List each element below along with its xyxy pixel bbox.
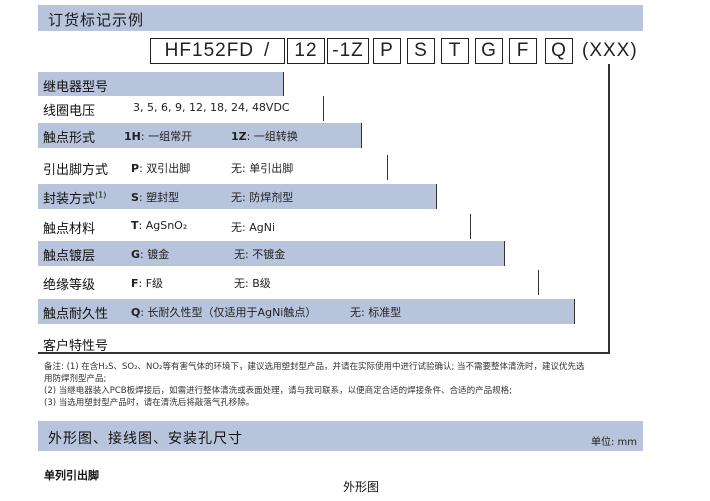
row-key: Q [131, 306, 141, 319]
notes-block: 备注: (1) 在含H₂S、SO₂、NO₂等有害气体的环境下，建议选用塑封型产品… [44, 361, 585, 409]
subheading-single-row-pins: 单列引出脚 [44, 469, 99, 482]
code-life: Q [545, 38, 573, 64]
code-insulation: F [509, 38, 537, 64]
row-contact-life: 触点耐久性 Q: 长耐久性型（仅适用于AgNi触点） 无: 标准型 [38, 299, 575, 324]
footnote-marker: (1) [95, 190, 107, 200]
row-terminal: 引出脚方式 P: 双引出脚 无: 单引出脚 [38, 155, 388, 180]
row-value: : F级 [138, 277, 164, 290]
row-value: 无: B级 [234, 277, 271, 290]
row-seal-type: 封装方式(1) S: 塑封型 无: 防焊剂型 [38, 184, 437, 209]
section-title: 订货标记示例 [48, 11, 145, 29]
row-value: : 一组转换 [246, 130, 298, 143]
row-model: 继电器型号 [38, 72, 284, 97]
row-coil-voltage: 线圈电压 3, 5, 6, 9, 12, 18, 24, 48VDC [38, 96, 324, 121]
row-label: 继电器型号 [43, 80, 109, 95]
connector-line-special [608, 64, 610, 352]
note-line: 用防焊剂型产品; [44, 374, 107, 384]
unit-label: 单位: mm [590, 437, 637, 448]
note-line: (3) 当选用塑封型产品时，请在清洗后将敲落气孔移除。 [44, 398, 255, 408]
code-voltage: 12 [287, 38, 325, 64]
row-value: 无: 单引出脚 [231, 162, 294, 175]
row-value: : AgSnO₂ [138, 219, 188, 232]
code-separator: / [264, 40, 271, 61]
row-key: 1H [124, 130, 141, 143]
row-label: 触点镀层 [43, 249, 96, 264]
code-terminal: P [373, 38, 401, 64]
row-key: P [131, 162, 140, 175]
code-model-text: HF152FD [164, 40, 255, 61]
subheading-outline-drawing: 外形图 [343, 480, 380, 494]
row-label: 线圈电压 [43, 104, 96, 119]
row-label: 引出脚方式 [43, 163, 109, 178]
row-label: 触点形式 [43, 131, 96, 146]
row-insulation-class: 绝缘等级 F: F级 无: B级 [38, 270, 539, 295]
row-value: : 塑封型 [138, 191, 180, 204]
row-key: T [131, 219, 139, 232]
row-label: 封装方式 [43, 192, 96, 207]
row-value: 无: 不镀金 [234, 248, 286, 261]
row-value: 3, 5, 6, 9, 12, 18, 24, 48VDC [133, 101, 290, 114]
row-key: G [131, 248, 141, 261]
row-label: 绝缘等级 [43, 278, 96, 293]
row-customer-code: 客户特性号 [38, 331, 608, 356]
row-bottom-line [38, 352, 610, 354]
section-header-dimensions: 外形图、接线图、安装孔尺寸 单位: mm [38, 421, 643, 451]
row-contact-plating: 触点镀层 G: 镀金 无: 不镀金 [38, 241, 505, 266]
code-material: T [441, 38, 469, 64]
row-label: 触点材料 [43, 222, 96, 237]
row-value: 无: 防焊剂型 [231, 191, 294, 204]
row-value: : 一组常开 [140, 130, 193, 143]
note-line: 备注: (1) 在含H₂S、SO₂、NO₂等有害气体的环境下，建议选用塑封型产品… [44, 362, 585, 372]
row-key: 1Z [231, 130, 247, 143]
row-value: 无: 标准型 [350, 306, 402, 319]
section-title: 外形图、接线图、安装孔尺寸 [48, 431, 243, 447]
row-value: : 双引出脚 [139, 162, 191, 175]
code-model: HF152FD / [150, 38, 285, 64]
row-value: 无: AgNi [231, 221, 275, 234]
note-line: (2) 当继电器装入PCB板焊接后，如需进行整体清洗或表面处理，请与我司联系，以… [44, 386, 513, 396]
code-plating: G [475, 38, 503, 64]
row-contact-form: 触点形式 1H: 一组常开 1Z: 一组转换 [38, 123, 362, 148]
code-special: (XXX) [582, 40, 638, 61]
row-value: : 镀金 [140, 248, 170, 261]
row-key: S [131, 191, 139, 204]
code-contact-form: -1Z [327, 38, 369, 64]
row-label: 触点耐久性 [43, 307, 109, 322]
row-value: : 长耐久性型（仅适用于AgNi触点） [140, 306, 317, 319]
row-key: F [131, 277, 139, 290]
section-header-order-example: 订货标记示例 [38, 5, 643, 31]
row-contact-material: 触点材料 T: AgSnO₂ 无: AgNi [38, 214, 471, 239]
code-seal: S [407, 38, 435, 64]
row-label: 客户特性号 [43, 339, 109, 354]
